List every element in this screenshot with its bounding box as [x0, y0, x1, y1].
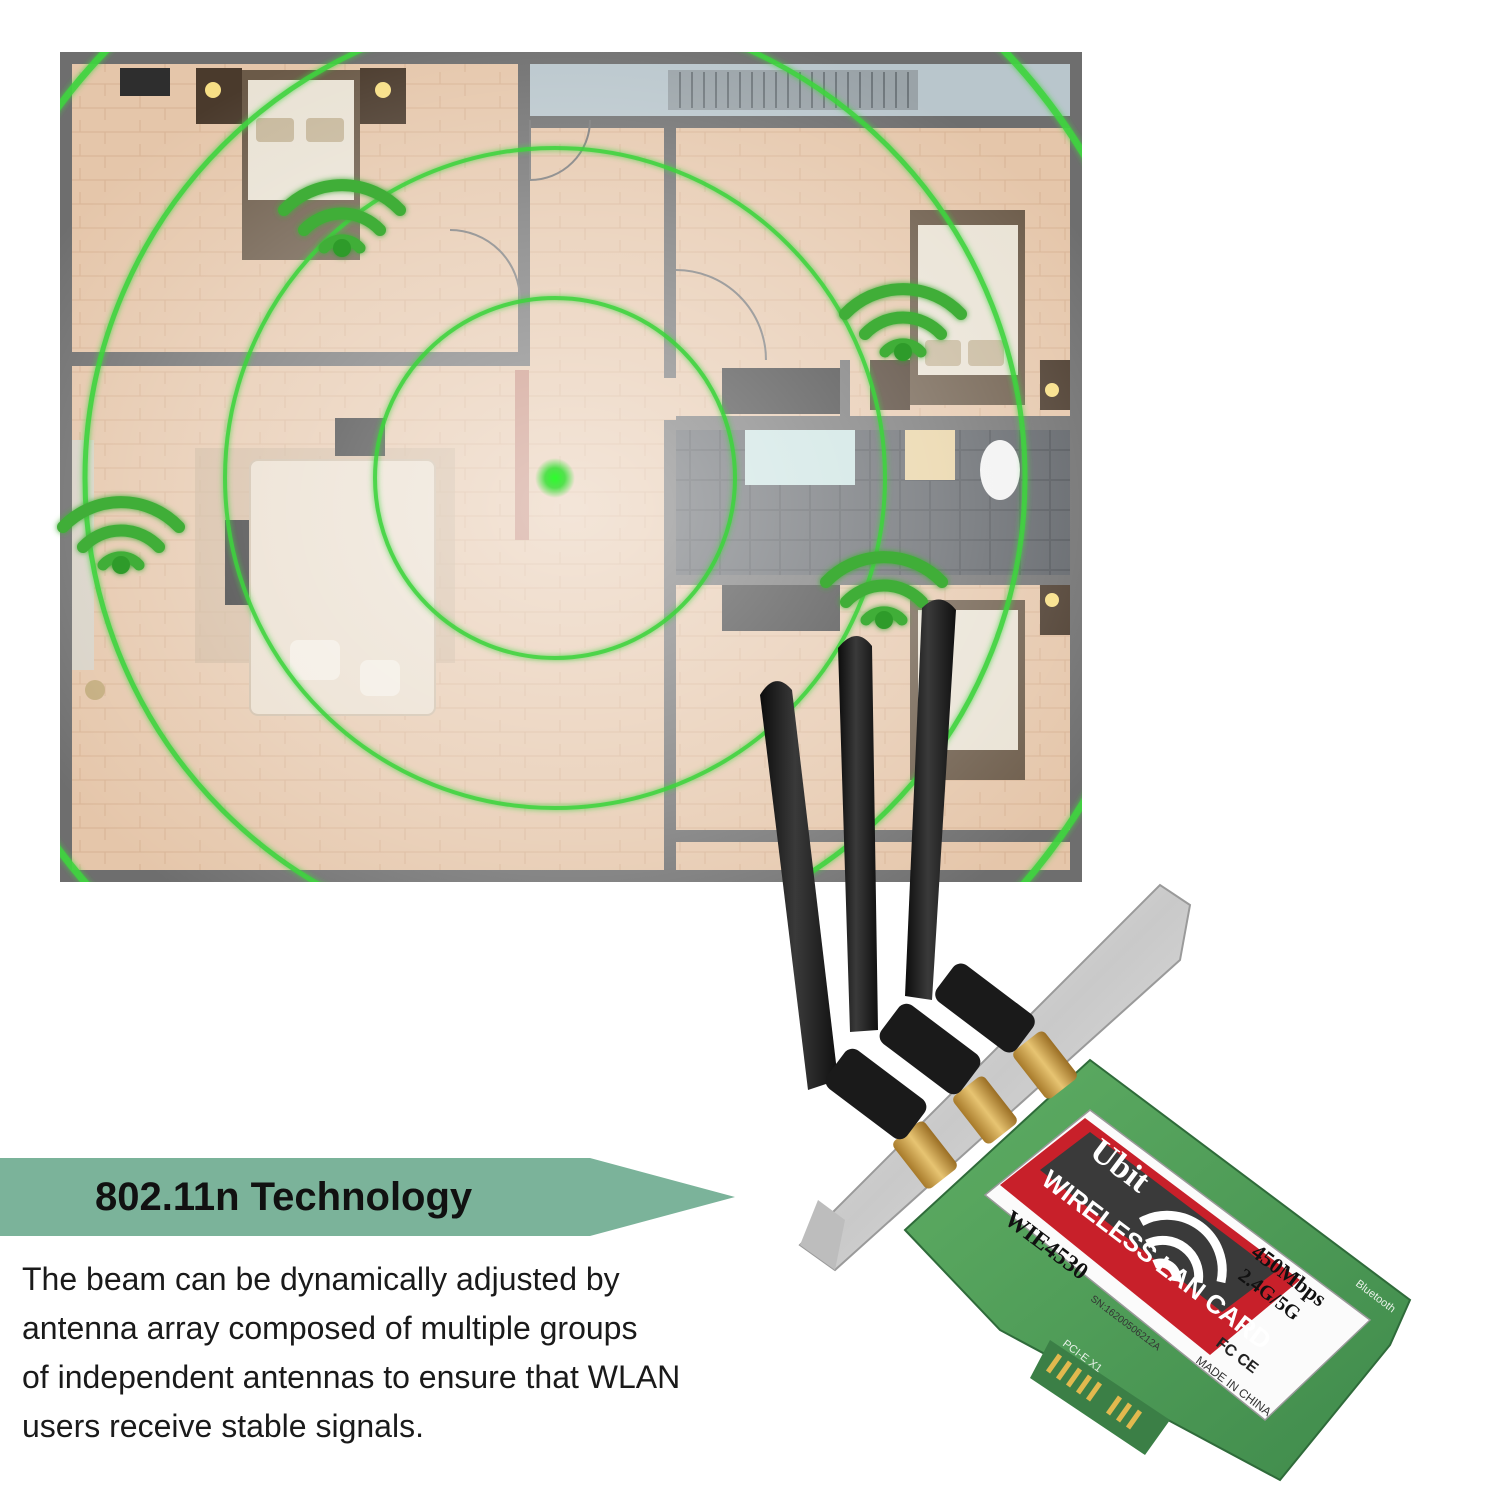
- description-line: users receive stable signals.: [22, 1408, 424, 1444]
- access-point-icon: [535, 458, 575, 498]
- wifi-signal-icon: [57, 496, 185, 574]
- description-line: of independent antennas to ensure that W…: [22, 1359, 681, 1395]
- description-line: The beam can be dynamically adjusted by: [22, 1261, 620, 1297]
- pci-bracket: [798, 883, 1192, 1272]
- signal-rings: [60, 52, 1082, 882]
- feature-title: 802.11n Technology: [95, 1175, 473, 1219]
- feature-description: The beam can be dynamically adjusted by …: [22, 1255, 782, 1451]
- wifi-signal-icon: [839, 283, 967, 361]
- floor-plan-illustration: [57, 52, 1082, 882]
- antenna-left: [760, 681, 927, 1140]
- antenna-right: [905, 599, 1035, 1053]
- antenna-connectors: [893, 1031, 1077, 1189]
- wifi-signal-icon: [820, 551, 948, 629]
- banner-arrow-shape: [0, 1158, 735, 1236]
- title-banner: [0, 1158, 735, 1236]
- wifi-signal-icon: [278, 179, 406, 257]
- antenna-middle: [838, 635, 981, 1095]
- description-line: antenna array composed of multiple group…: [22, 1310, 638, 1346]
- floor-plan-svg: [57, 52, 1082, 882]
